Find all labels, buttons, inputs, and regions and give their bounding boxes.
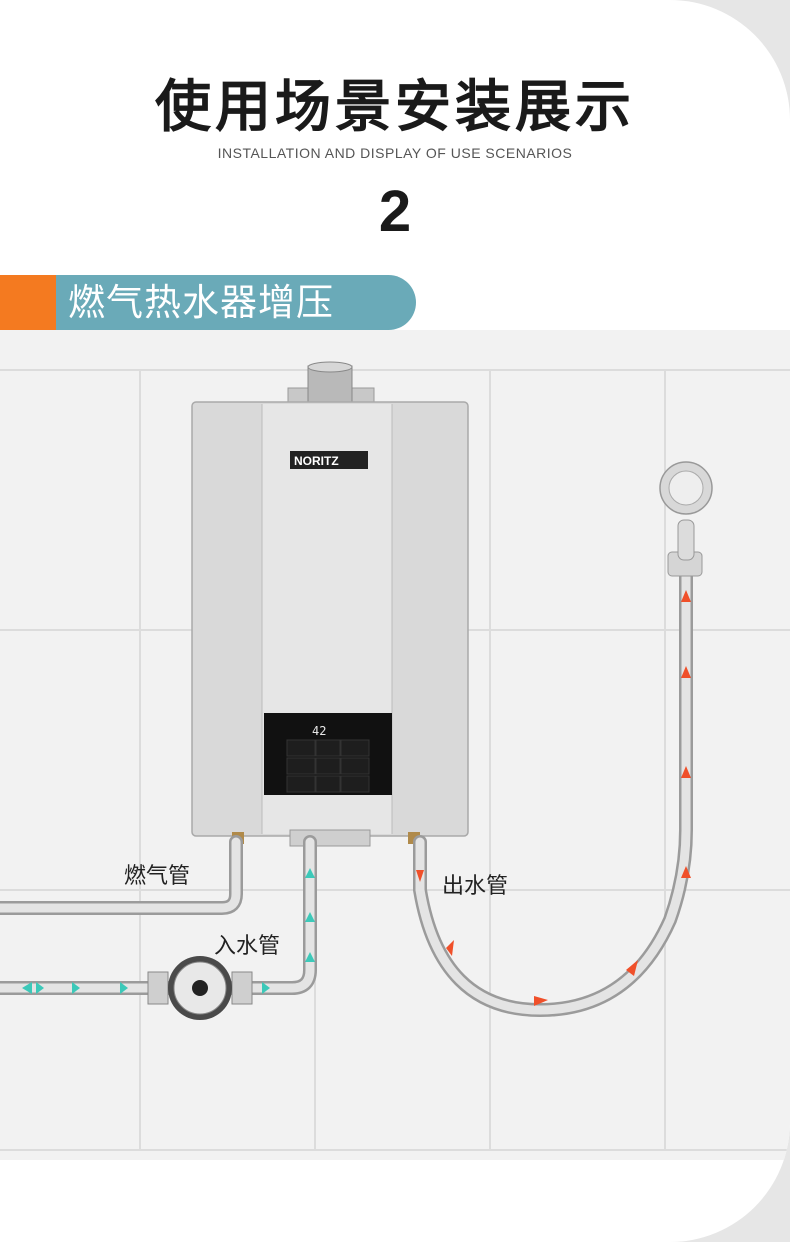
- installation-scene: NORITZ 42: [0, 330, 790, 1160]
- page-title: 使用场景安装展示: [155, 75, 635, 140]
- temperature-display: 42: [312, 724, 326, 738]
- outlet-pipe: [413, 563, 693, 1018]
- shower-head: [659, 461, 713, 577]
- section-accent-bar: [0, 275, 58, 330]
- inlet-pipe-label: 入水管: [214, 934, 281, 959]
- booster-pump: [147, 956, 253, 1020]
- water-heater: NORITZ 42: [191, 401, 469, 847]
- brand-logo: NORITZ: [294, 454, 339, 468]
- scene-number: 2: [378, 179, 412, 244]
- control-buttons: [286, 739, 370, 793]
- gas-pipe: [0, 835, 243, 915]
- inlet-arrows: [22, 868, 315, 994]
- flue-pipe: [287, 361, 375, 407]
- section-title: 燃气热水器增压: [56, 275, 416, 330]
- outlet-pipe-label: 出水管: [442, 874, 509, 899]
- outlet-arrows: [416, 590, 691, 1006]
- page-subtitle: INSTALLATION AND DISPLAY OF USE SCENARIO…: [217, 145, 573, 161]
- inlet-pipe: [0, 835, 317, 995]
- gas-pipe-label: 燃气管: [124, 864, 191, 889]
